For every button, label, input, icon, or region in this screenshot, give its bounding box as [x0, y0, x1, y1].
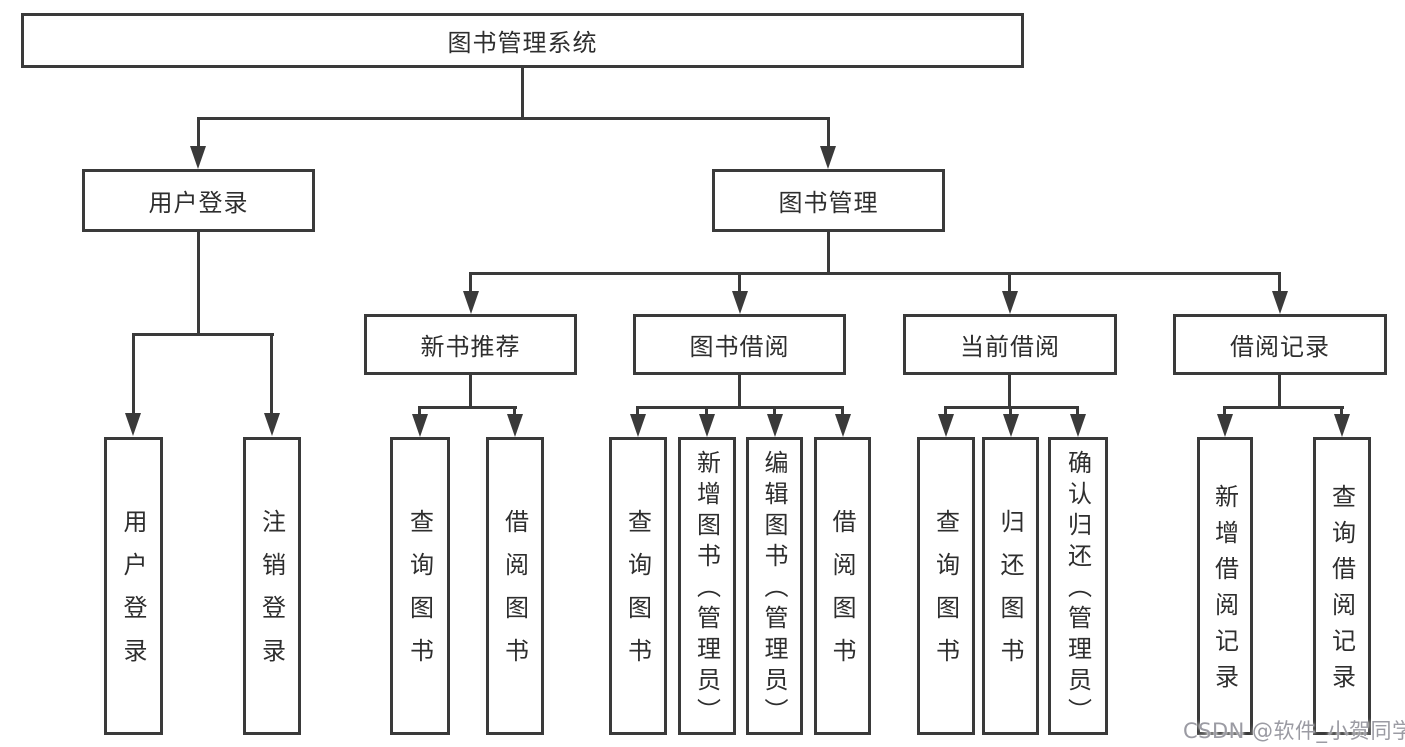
leaf-br-add-record: 新增借阅记录 [1197, 437, 1253, 735]
leaf-bb-borrow-books: 借阅图书 [814, 437, 871, 735]
leaf-cb-confirm-return-admin-label: 确认归还（管理员） [1063, 449, 1092, 729]
connector-drop-borrow-records [1278, 272, 1281, 293]
leaf-bb-add-books-admin: 新增图书（管理员） [678, 437, 736, 735]
connector-drop-book-mgmt [827, 117, 830, 148]
node-root: 图书管理系统 [21, 13, 1024, 68]
leaf-cb-return-books: 归还图书 [982, 437, 1039, 735]
connector-drop-br-add [1223, 406, 1226, 416]
node-book-borrow: 图书借阅 [633, 314, 846, 375]
node-book-mgmt-label: 图书管理 [778, 189, 879, 217]
leaf-br-add-record-label: 新增借阅记录 [1210, 483, 1239, 700]
connector-book-mgmt-spread [469, 272, 1281, 275]
leaf-user-login: 用户登录 [104, 437, 163, 735]
connector-drop-cb-return [1009, 406, 1012, 416]
node-current-borrow: 当前借阅 [903, 314, 1117, 375]
connector-book-borrow-stem [738, 375, 741, 409]
node-user-login: 用户登录 [82, 169, 315, 232]
arrowhead-borrow-records [1272, 291, 1288, 314]
connector-borrow-records-stem [1278, 375, 1281, 409]
arrowhead-rec-query [412, 414, 428, 437]
leaf-user-login-label: 用户登录 [119, 509, 147, 681]
leaf-logout: 注销登录 [243, 437, 301, 735]
arrowhead-cb-return [1003, 414, 1019, 437]
arrowhead-cb-query [938, 414, 954, 437]
connector-drop-bb-query [636, 406, 639, 416]
connector-drop-cb-confirm [1076, 406, 1079, 416]
connector-root-spread [197, 117, 830, 120]
leaf-bb-query-books: 查询图书 [609, 437, 667, 735]
connector-drop-book-borrow [738, 272, 741, 293]
arrowhead-br-query [1334, 414, 1350, 437]
connector-root-stem [521, 66, 524, 119]
node-borrow-records-label: 借阅记录 [1230, 333, 1330, 361]
leaf-cb-query-books-label: 查询图书 [931, 509, 960, 681]
node-borrow-records: 借阅记录 [1173, 314, 1387, 375]
connector-drop-bb-edit [773, 406, 776, 416]
leaf-br-query-record: 查询借阅记录 [1313, 437, 1371, 735]
leaf-cb-confirm-return-admin: 确认归还（管理员） [1048, 437, 1108, 735]
arrowhead-bb-query [630, 414, 646, 437]
node-book-mgmt: 图书管理 [712, 169, 945, 232]
connector-drop-bb-borrow [841, 406, 844, 416]
connector-drop-new-book-rec [469, 272, 472, 293]
connector-drop-current-borrow [1008, 272, 1011, 293]
connector-drop-leaf-logout [270, 333, 273, 414]
connector-drop-br-query [1340, 406, 1343, 416]
arrowhead-book-mgmt [820, 146, 836, 169]
connector-drop-user-login [197, 117, 200, 148]
csdn-watermark: CSDN @软件_小贺同学 [1183, 719, 1405, 743]
arrowhead-bb-edit [767, 414, 783, 437]
node-root-label: 图书管理系统 [447, 29, 598, 57]
arrowhead-leaf-logout [264, 413, 280, 436]
leaf-bb-query-books-label: 查询图书 [623, 509, 652, 681]
arrowhead-leaf-login [125, 413, 141, 436]
leaf-cb-query-books: 查询图书 [917, 437, 975, 735]
connector-new-book-rec-stem [469, 375, 472, 409]
arrowhead-rec-borrow [507, 414, 523, 437]
arrowhead-user-login [190, 146, 206, 169]
leaf-rec-borrow-books: 借阅图书 [486, 437, 544, 735]
leaf-bb-borrow-books-label: 借阅图书 [828, 509, 856, 681]
connector-drop-rec-query [418, 406, 421, 416]
arrowhead-bb-add [699, 414, 715, 437]
leaf-logout-label: 注销登录 [257, 509, 286, 681]
connector-drop-cb-query [944, 406, 947, 416]
connector-drop-leaf-login [132, 333, 135, 414]
arrowhead-current-borrow [1002, 291, 1018, 314]
node-new-book-rec-label: 新书推荐 [420, 333, 521, 361]
leaf-cb-return-books-label: 归还图书 [996, 509, 1024, 681]
leaf-rec-borrow-books-label: 借阅图书 [500, 509, 529, 681]
connector-book-borrow-spread [636, 406, 844, 409]
leaf-bb-add-books-admin-label: 新增图书（管理员） [692, 449, 721, 729]
node-user-login-label: 用户登录 [148, 189, 249, 217]
connector-borrow-records-spread [1223, 406, 1344, 409]
node-current-borrow-label: 当前借阅 [960, 333, 1060, 361]
connector-user-login-stem [197, 232, 200, 336]
connector-drop-rec-borrow [513, 406, 516, 416]
node-new-book-rec: 新书推荐 [364, 314, 577, 375]
node-book-borrow-label: 图书借阅 [689, 333, 790, 361]
leaf-br-query-record-label: 查询借阅记录 [1327, 483, 1356, 700]
connector-user-login-spread [132, 333, 274, 336]
leaf-bb-edit-books-admin: 编辑图书（管理员） [746, 437, 803, 735]
connector-current-borrow-stem [1008, 375, 1011, 409]
arrowhead-book-borrow [732, 291, 748, 314]
connector-new-book-rec-spread [418, 406, 517, 409]
arrowhead-br-add [1217, 414, 1233, 437]
arrowhead-cb-confirm [1070, 414, 1086, 437]
arrowhead-bb-borrow [835, 414, 851, 437]
leaf-rec-query-books-label: 查询图书 [405, 509, 434, 681]
leaf-rec-query-books: 查询图书 [390, 437, 450, 735]
arrowhead-new-book-rec [463, 291, 479, 314]
connector-drop-bb-add [705, 406, 708, 416]
leaf-bb-edit-books-admin-label: 编辑图书（管理员） [760, 449, 788, 729]
connector-book-mgmt-stem [827, 232, 830, 274]
